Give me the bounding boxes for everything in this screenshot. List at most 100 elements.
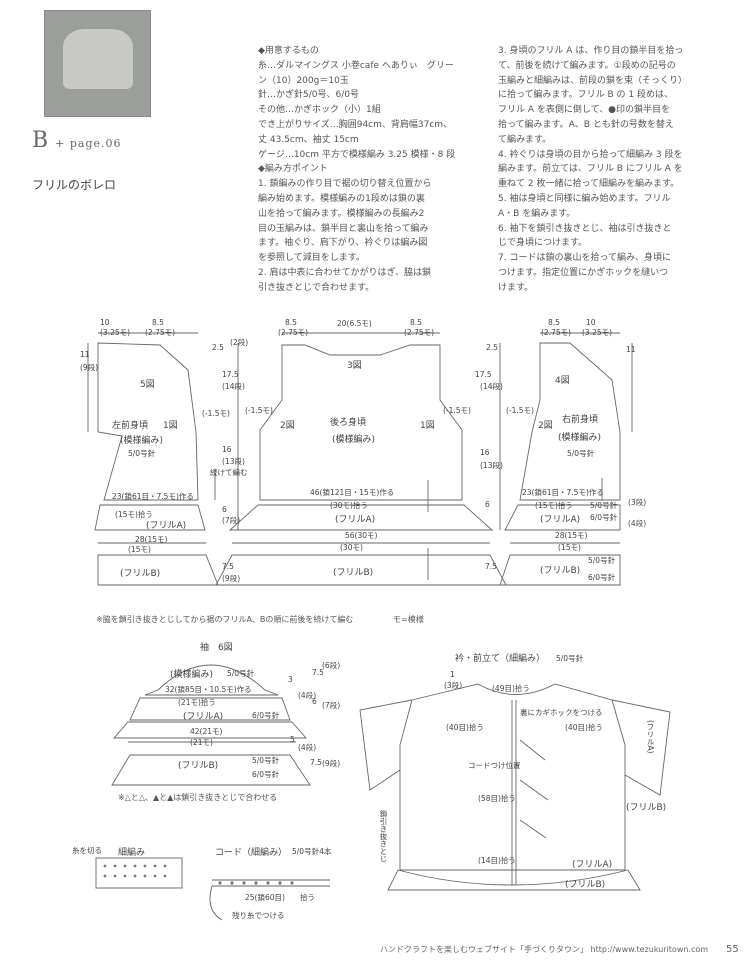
lf-pattern: (模様編み) (120, 436, 164, 446)
lf-fig: 1図 (163, 421, 178, 431)
sleeve-needle6: 6/0号針 (252, 711, 280, 720)
materials-line: 引き抜きとじで合わせます。 (258, 282, 375, 293)
cord-pick: 拾う (300, 893, 315, 902)
instructions-line: に拾って編みます。フリル B の 1 段めは、 (498, 90, 673, 101)
instructions-line: 7. コードは鎖の裏山を拾って編み、身頃に (498, 253, 671, 264)
instructions-line: 4. 衿ぐりは身頃の目から拾って細編み 3 段を (498, 149, 683, 160)
back-minus15-r: (-1.5モ) (443, 406, 471, 415)
instructions-line: 5. 袖は身頃と同様に編み始めます。フリル (498, 193, 671, 204)
rf-frill-b: (フリルB) (540, 566, 581, 576)
instructions-line: A・B を編みます。 (498, 208, 576, 219)
rf-side: 2図 (538, 421, 553, 431)
instructions-line: て、前後を続けて編みます。①段めの記号の (498, 60, 676, 71)
back-right: 1図 (420, 421, 435, 431)
sleeve-frill-a (113, 721, 307, 739)
lf-frill-a: (フリルA) (146, 521, 187, 531)
sleeve-d9dan: (9段) (322, 759, 341, 768)
materials-line: 針…かぎ針5/0号、6/0号 (258, 90, 359, 101)
back-pattern: (模様編み) (332, 435, 376, 445)
instructions-column: 3. 身頃のフリル A は、作り目の鎖半目を拾って、前後を続けて編みます。①段め… (498, 44, 718, 296)
rf-frill-a: (フリルA) (540, 515, 581, 525)
lf-needle: 5/0号針 (128, 449, 156, 458)
lf-minus15: (-1.5モ) (202, 409, 230, 418)
sleeve-frill-b (111, 754, 311, 786)
sleeve-d3: 3 (288, 675, 293, 684)
materials-line: ン（10）200g＝10玉 (258, 75, 349, 86)
sleeve-d6dan: (6段) (322, 661, 341, 670)
back-name: 後ろ身頃 (330, 418, 367, 428)
materials-line: 糸…ダルマイングス 小巻cafe へありぃ グリー (258, 60, 454, 71)
materials-line: 丈 43.5cm、袖丈 15cm (258, 134, 359, 145)
instructions-line: つけます。指定位置にかぎホックを縫いつ (498, 267, 669, 278)
rf-name: 右前身頃 (562, 415, 599, 425)
rf-4dan: (4段) (628, 519, 647, 528)
collar-title: 衿・前立て（細編み） (455, 654, 546, 664)
collar-pick14: (14目)拾う (478, 856, 516, 865)
side-seam-note: ※脇を鎖引き抜きとじしてから裾のフリルA、Bの順に前後を続けて編む (96, 615, 354, 624)
rf-start: 23(鎖61目・7.5モ)作る (522, 488, 604, 497)
rf-3dan: (3段) (628, 498, 647, 507)
materials-line: を参照して減目をします。 (258, 253, 365, 264)
instructions-line: 重ねて 2 枚一緒に拾って細編みを編みます。 (498, 179, 680, 190)
rf-15: (15モ) (558, 543, 581, 552)
lf-15: (15モ) (128, 545, 151, 554)
materials-line: 1. 鎖編みの作り目で裾の切り替え位置から (258, 179, 432, 190)
sleeve-d75: 7.5 (312, 668, 324, 677)
mo-note: モ=模様 (393, 615, 424, 624)
materials-line: 2. 肩は中表に合わせてかがりはぎ、脇は鎖 (258, 267, 431, 278)
lf-top-85: 8.5 (152, 318, 164, 327)
rf-num: 4図 (555, 376, 570, 386)
bolero-thumbnail (63, 29, 133, 89)
rf-needle5b: 5/0号針 (588, 556, 616, 565)
garment-photo (44, 10, 151, 117)
collar-needle: 5/0号針 (556, 654, 584, 663)
back-frill-a: (フリルA) (335, 515, 376, 525)
back-30: (30モ) (340, 543, 363, 552)
sleeve-top (144, 664, 279, 696)
cord-needle: 5/0号針4本 (292, 847, 332, 856)
collar-d1: 1 (450, 670, 455, 679)
rf-top-85: 8.5 (548, 318, 560, 327)
collar-pick49: (49目)拾う (492, 684, 530, 693)
back-start: 46(鎖121目・15モ)作る (310, 488, 395, 497)
stitch-dots (103, 864, 294, 885)
collar-cord-pos: コードつけ位置 (468, 761, 521, 770)
lf-top-10: 10 (100, 318, 110, 327)
back-30mo: (30モ)拾う (330, 501, 368, 510)
garment-left-sleeve (359, 699, 413, 791)
cord-leave: 残り糸でつける (232, 911, 285, 920)
lf-name: 左前身頃 (112, 421, 149, 431)
lf-top-325: (3.25モ) (100, 328, 131, 337)
collar-pick40l: (40目)拾う (446, 723, 484, 732)
rf-pattern: (模様編み) (558, 433, 602, 443)
materials-line: でき上がりサイズ…胸囲94cm、背肩幅37cm、 (258, 119, 453, 130)
instructions-line: けます。 (498, 282, 534, 293)
lf-h-13dan: (13段) (222, 457, 245, 466)
lf-h-continue: 続けて編む (210, 468, 248, 477)
sleeve-title: 袖 6図 (200, 643, 233, 653)
sleeve-frill-a-label: (フリルA) (646, 720, 655, 754)
lf-h-175: 17.5 (222, 370, 239, 379)
pattern-title: フリルのボレロ (32, 178, 117, 192)
instructions-line: 6. 袖下を鎖引き抜きとじ、袖は引き抜きと (498, 223, 672, 234)
materials-line: ◆用意するもの (258, 46, 319, 56)
rf-15mo: (15モ)拾う (535, 501, 573, 510)
materials-line: 山を拾って編みます。模様編みの長編み2 (258, 208, 425, 219)
rf-h-13dan: (13段) (480, 461, 503, 470)
materials-line: 編み始めます。模様編みの1段めは鎖の裏 (258, 193, 425, 204)
rf-h-175: 17.5 (475, 370, 492, 379)
lf-h-9dan: (9段) (80, 363, 99, 372)
rf-h-75: 7.5 (485, 562, 497, 571)
collar-pick40r: (40目)拾う (565, 723, 603, 732)
sleeve-d7dan: (7段) (322, 701, 341, 710)
materials-line: 目の玉編みは、鎖半目と裏山を拾って編み (258, 223, 429, 234)
rf-h-6: 6 (485, 500, 490, 509)
page-ref-letter: B (32, 128, 49, 153)
sleeve-width2: (21モ) (190, 738, 213, 747)
page-reference: B + page.06 (32, 128, 122, 153)
b-top-275a: (2.75モ) (278, 328, 309, 337)
sleeve-frill-b: (フリルB) (178, 761, 219, 771)
collar-d3dan: (3段) (444, 681, 463, 690)
rf-top-10: 10 (586, 318, 596, 327)
instructions-line: 拾って編みます。A、B とも針の号数を替え (498, 119, 674, 130)
